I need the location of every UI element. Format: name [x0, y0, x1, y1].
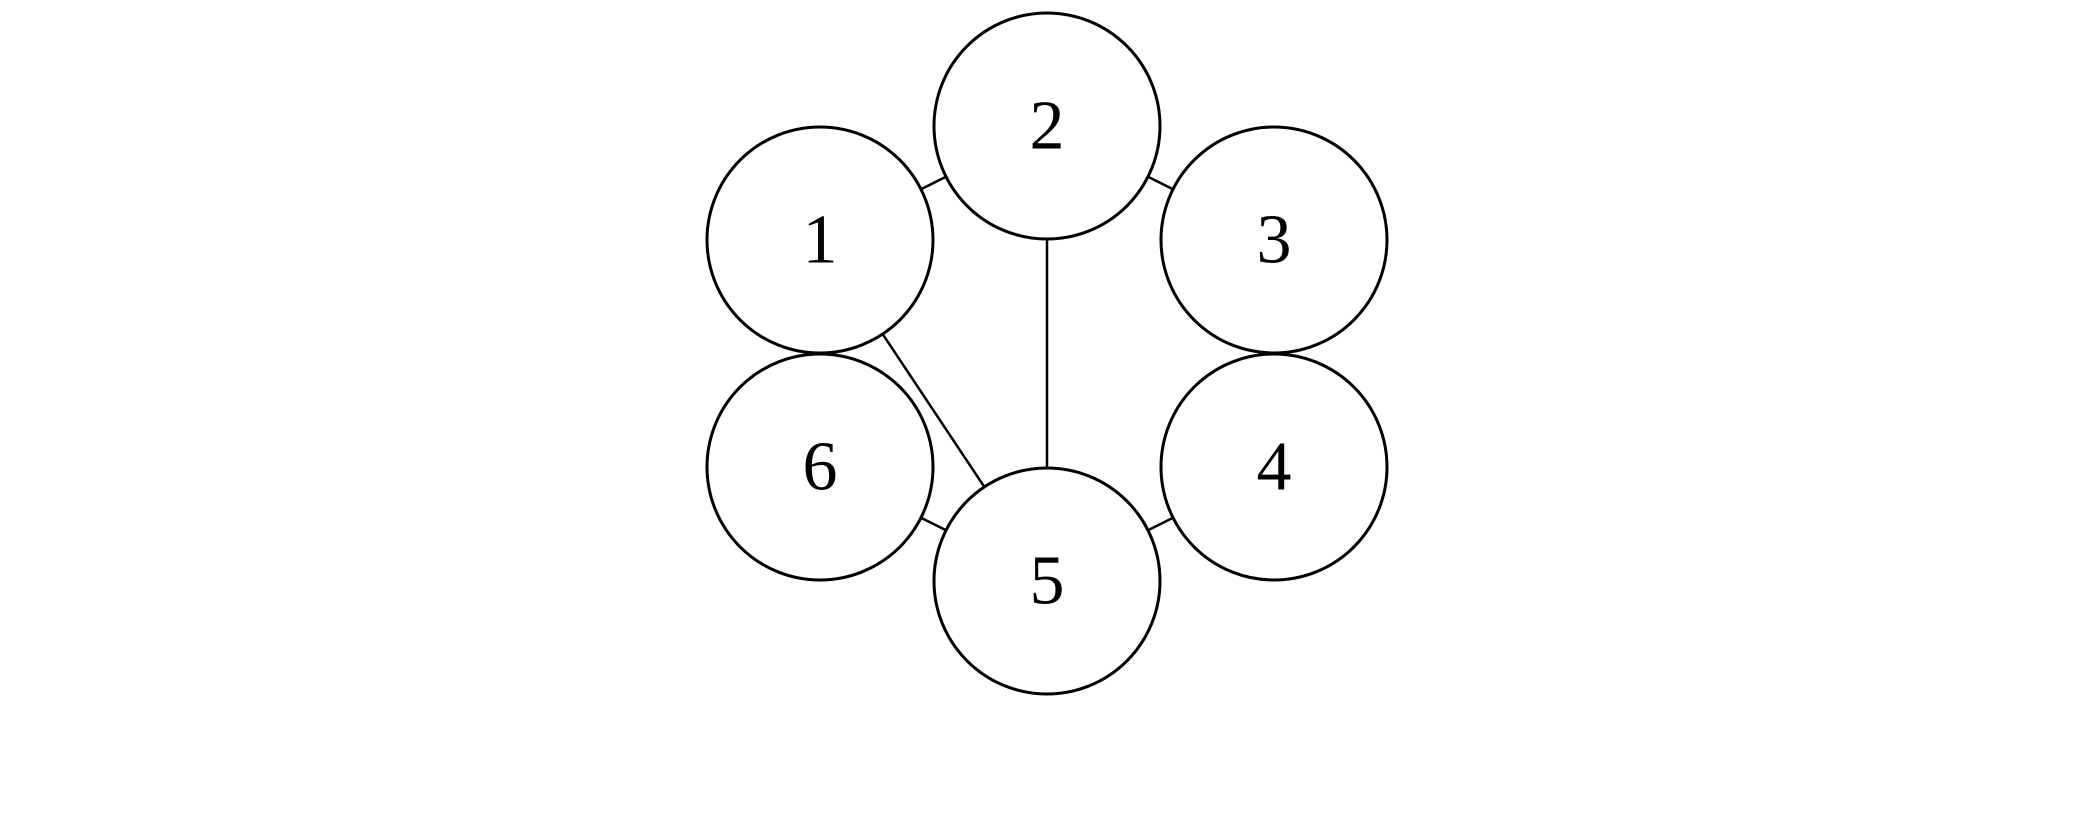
node-circle	[705, 352, 935, 582]
node-circle	[1159, 352, 1389, 582]
node-5: 5	[932, 466, 1162, 696]
node-1: 1	[705, 125, 935, 355]
node-label: 2	[1030, 88, 1065, 165]
node-label: 5	[1030, 543, 1065, 620]
node-label: 6	[803, 429, 838, 506]
node-4: 4	[1159, 352, 1389, 582]
graph-nodes: 1 2 3 4 5 6	[705, 11, 1389, 696]
graph-edges	[881, 175, 1174, 532]
node-6: 6	[705, 352, 935, 582]
node-circle	[932, 11, 1162, 241]
node-label: 4	[1257, 429, 1292, 506]
node-label: 3	[1257, 202, 1292, 279]
edge-6-5	[920, 516, 947, 532]
edge-1-2	[920, 175, 947, 191]
node-3: 3	[1159, 125, 1389, 355]
node-2: 2	[932, 11, 1162, 241]
edge-4-5	[1147, 516, 1174, 532]
node-label: 1	[803, 202, 838, 279]
edge-2-3	[1147, 175, 1174, 191]
node-circle	[932, 466, 1162, 696]
edge-1-5	[881, 333, 986, 488]
